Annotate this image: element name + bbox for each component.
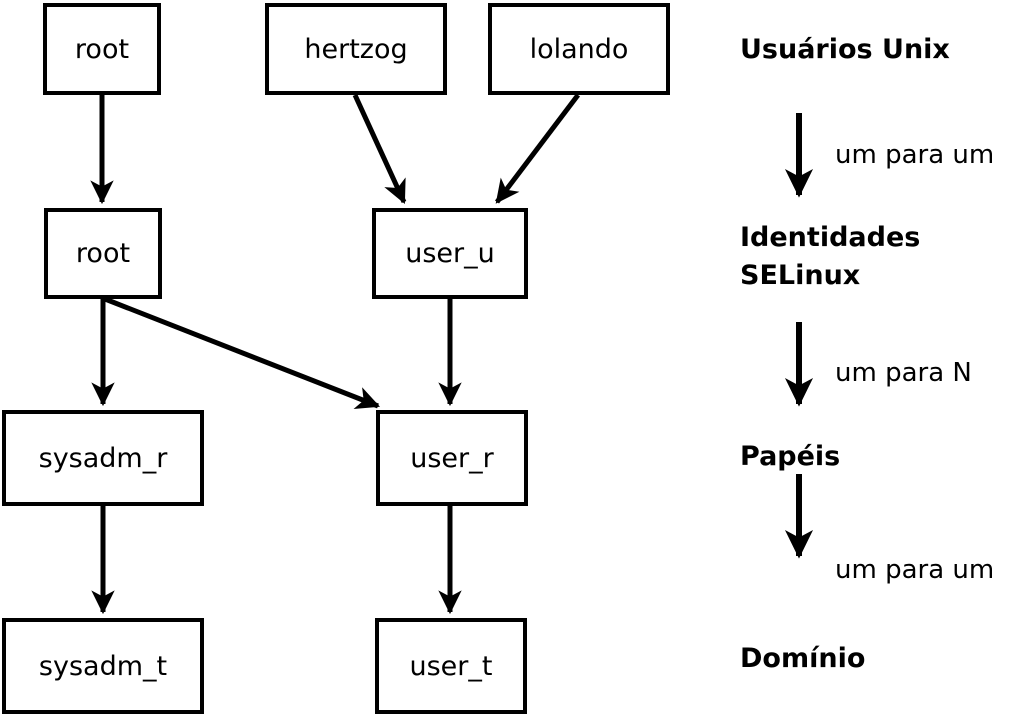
legend-line: SELinux <box>740 260 861 291</box>
legend-line: Papéis <box>740 441 841 472</box>
node-label: sysadm_t <box>38 650 168 682</box>
node-role-user-r[interactable]: user_r <box>376 410 528 506</box>
node-label: user_u <box>405 238 495 269</box>
edge-root-to-user-r <box>104 296 381 409</box>
edge-hertzog-to-user-u <box>352 93 407 204</box>
legend-relation-one-to-n-roles: um para N <box>835 358 972 388</box>
legend-relation-one-to-one-identity: um para um <box>835 140 995 170</box>
legend-level-roles: Papéis <box>740 438 840 476</box>
node-label: hertzog <box>304 33 408 65</box>
node-label: root <box>74 33 130 65</box>
node-role-sysadm-r[interactable]: sysadm_r <box>2 410 204 506</box>
node-unix-root[interactable]: root <box>43 3 161 95</box>
node-label: user_t <box>409 650 493 682</box>
legend-line: Usuários Unix <box>740 34 950 65</box>
node-selinux-root[interactable]: root <box>44 208 162 299</box>
node-label: user_r <box>410 442 494 474</box>
legend-relation-one-to-one-domain: um para um <box>835 555 995 585</box>
node-unix-lolando[interactable]: lolando <box>488 3 670 95</box>
legend-level-unix-users: Usuários Unix <box>740 31 950 69</box>
node-selinux-user-u[interactable]: user_u <box>372 208 528 299</box>
node-domain-sysadm-t[interactable]: sysadm_t <box>2 618 204 714</box>
edge-lolando-to-user-u <box>495 93 580 204</box>
legend-line: Domínio <box>740 643 866 674</box>
legend-line: Identidades <box>740 222 921 253</box>
node-label: sysadm_r <box>38 442 168 474</box>
node-label: lolando <box>529 33 629 65</box>
node-domain-user-t[interactable]: user_t <box>375 618 527 714</box>
node-unix-hertzog[interactable]: hertzog <box>265 3 447 95</box>
legend-level-domain: Domínio <box>740 640 865 678</box>
legend-level-selinux-identity: Identidades SELinux <box>740 219 920 295</box>
node-label: root <box>75 238 131 269</box>
